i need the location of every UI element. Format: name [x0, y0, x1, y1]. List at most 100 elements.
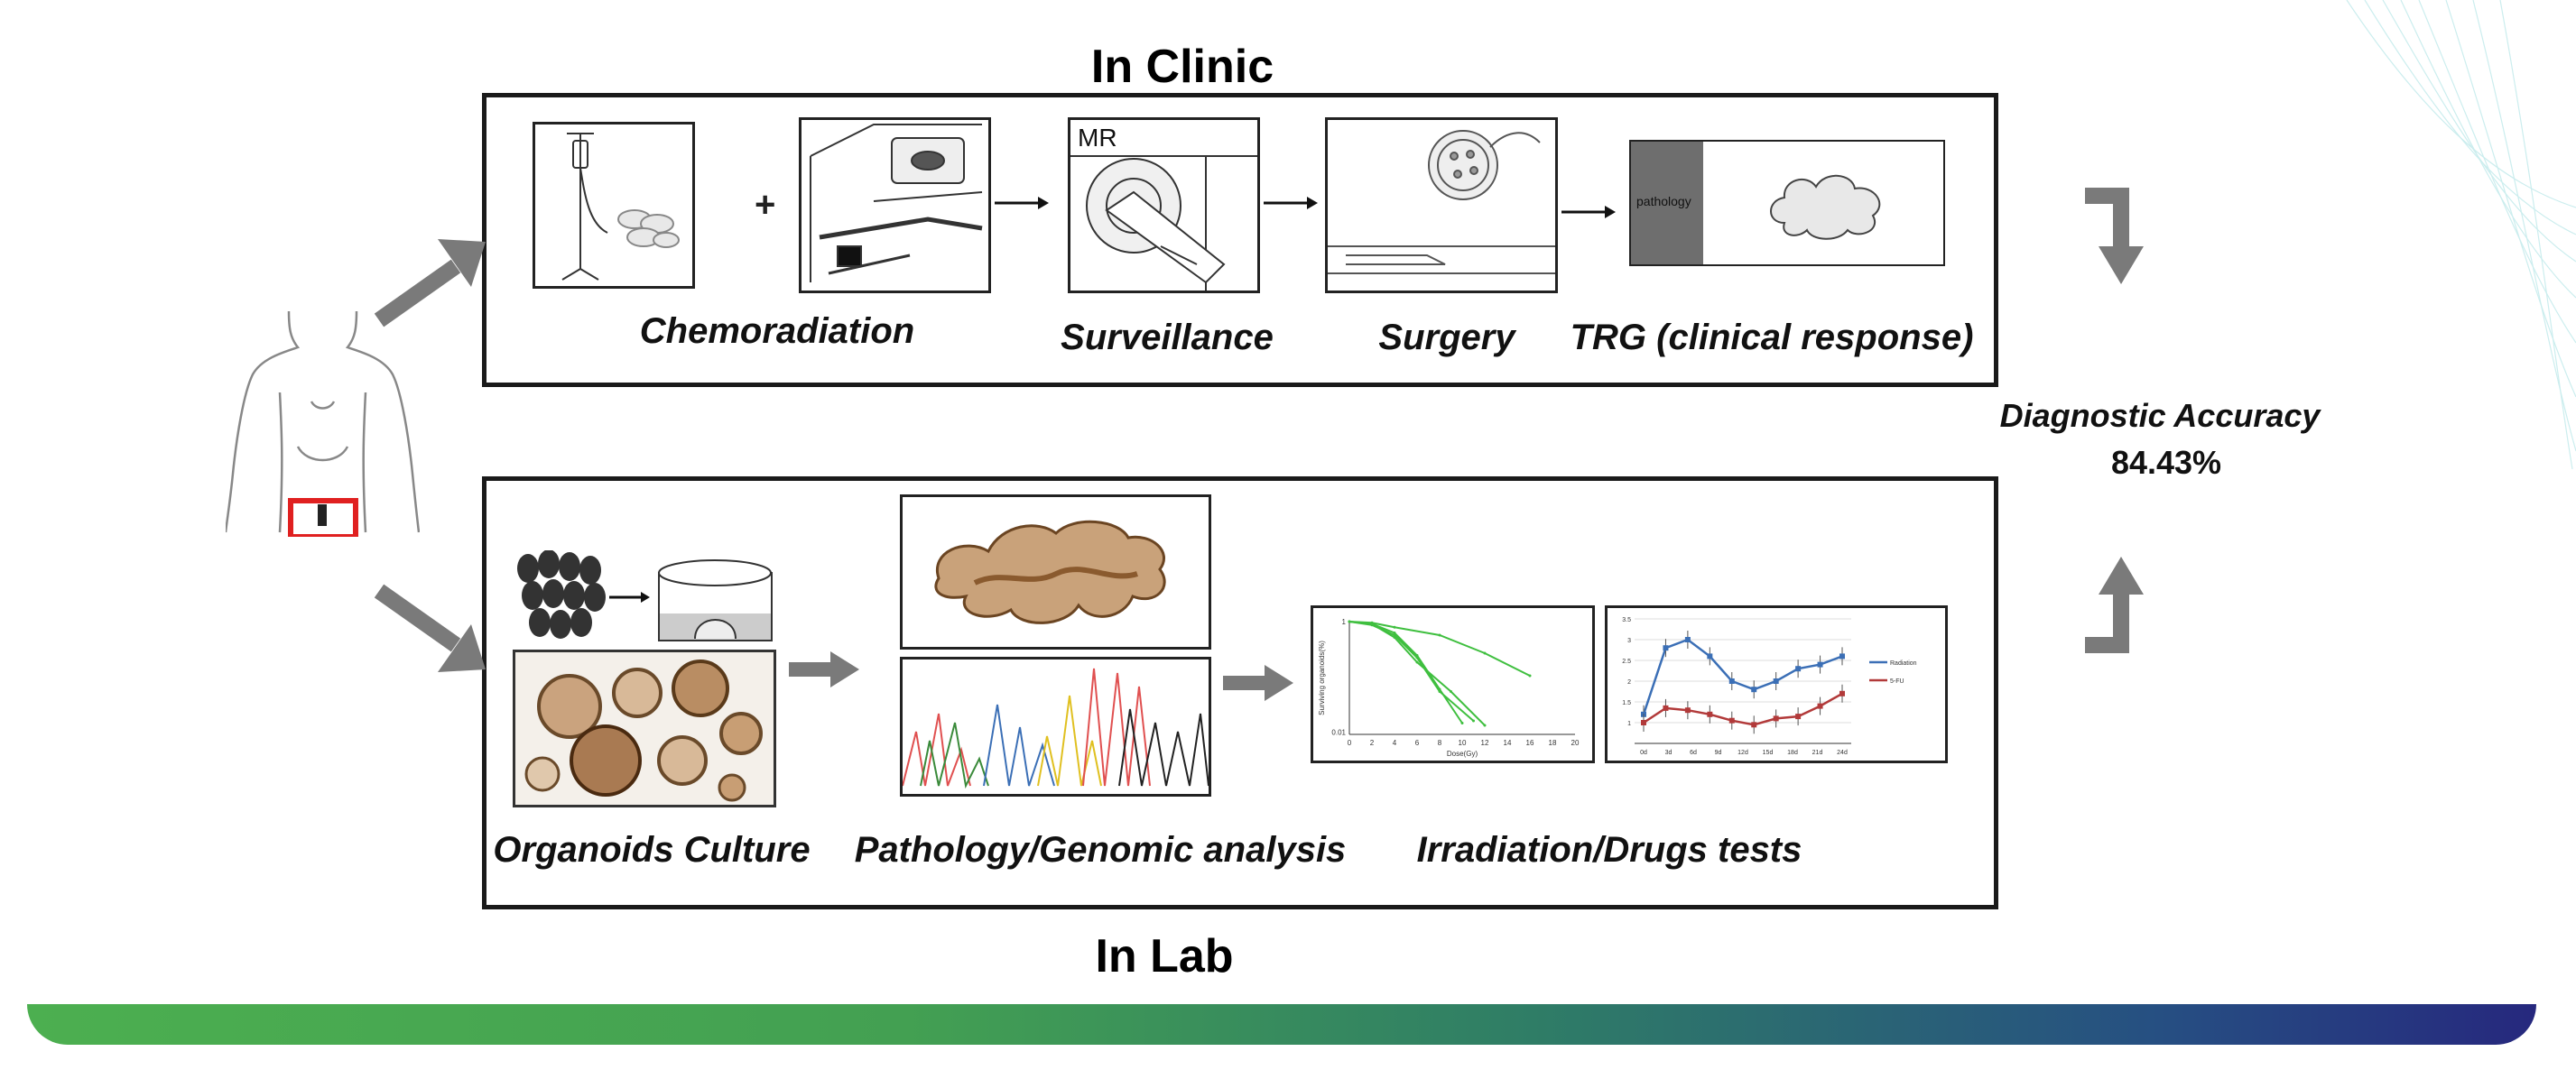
mri-panel: MR — [1068, 117, 1260, 293]
x-tick-label: 20 — [1571, 739, 1580, 747]
drug-point — [1839, 653, 1845, 660]
highlight-box — [288, 498, 358, 537]
caption-chemoradiation: Chemoradiation — [639, 311, 915, 351]
petri-dish-icon — [658, 559, 773, 641]
mri-scanner-icon — [1070, 155, 1257, 291]
caption-surgery: Surgery — [1378, 318, 1515, 357]
arrow-chemo-to-surveillance — [995, 197, 1049, 209]
arrow-clinic-to-result — [2085, 188, 2144, 284]
pills-icon — [617, 209, 680, 248]
radiotherapy-machine-icon — [810, 124, 983, 282]
survival-series-line — [1348, 621, 1486, 726]
pathology-block: pathology — [1631, 142, 1703, 264]
trg-panel: pathology — [1629, 140, 1945, 266]
drug-point — [1795, 714, 1802, 720]
drug-point — [1684, 637, 1691, 642]
x-tick-label: 18d — [1787, 750, 1798, 756]
survival-point — [1393, 636, 1396, 639]
organoid-cluster-icon — [517, 550, 606, 639]
y-axis-label: Surviving organoids(%) — [1318, 641, 1326, 715]
drug-point — [1751, 687, 1757, 693]
human-body-icon — [226, 311, 420, 537]
y-tick-label: 1 — [1627, 721, 1631, 727]
y-tick-label: 1.5 — [1622, 700, 1631, 706]
caption-pathology-genomic: Pathology/Genomic analysis — [854, 830, 1347, 870]
x-tick-label: 4 — [1393, 739, 1397, 747]
drug-point — [1795, 666, 1802, 672]
legend-label: 5-FU — [1890, 678, 1904, 685]
x-tick-label: 0d — [1640, 750, 1647, 756]
drug-point — [1817, 703, 1823, 709]
caption-organoids: Organoids Culture — [493, 830, 811, 870]
x-tick-label: 8 — [1438, 739, 1442, 747]
decorative-mesh — [2346, 0, 2576, 469]
x-tick-label: 10 — [1459, 739, 1467, 747]
drug-point — [1773, 715, 1779, 722]
chemotherapy-panel — [533, 122, 695, 289]
colon-specimen-icon — [1328, 130, 1555, 274]
drug-point — [1641, 720, 1646, 725]
x-tick-label: 0 — [1348, 739, 1352, 747]
arrow-pathology-to-tests — [1223, 665, 1293, 701]
survival-point — [1393, 632, 1396, 634]
organoid-culture-diagram — [517, 550, 773, 641]
surgery-panel — [1325, 117, 1558, 293]
caption-surveillance: Surveillance — [1061, 318, 1274, 357]
survival-point — [1528, 674, 1532, 678]
x-tick-label: 3d — [1665, 750, 1673, 756]
organoid-microscopy-image — [513, 650, 776, 807]
diagnostic-accuracy-label: Diagnostic Accuracy — [1999, 397, 2321, 434]
arrow-organoids-to-pathology — [789, 651, 859, 687]
survival-point — [1415, 660, 1419, 664]
survival-point — [1348, 620, 1351, 623]
arrow-to-clinic — [374, 239, 486, 327]
x-tick-label: 6d — [1690, 750, 1697, 756]
pathology-stain-image — [900, 494, 1211, 650]
genomic-chromatogram — [900, 657, 1211, 797]
in-lab-title: In Lab — [1095, 930, 1234, 982]
caption-irradiation: Irradiation/Drugs tests — [1416, 830, 1802, 870]
x-tick-label: 9d — [1715, 750, 1722, 756]
arrow-surgery-to-trg — [1561, 206, 1616, 218]
survival-series-line — [1348, 621, 1475, 722]
x-tick-label: 12d — [1737, 750, 1748, 756]
survival-point — [1450, 690, 1452, 693]
clinic-frame — [482, 93, 1998, 387]
plus-sign: + — [755, 185, 776, 225]
legend-label: Radiation — [1890, 660, 1917, 667]
survival-point — [1370, 621, 1374, 624]
arrow-surveillance-to-surgery — [1264, 197, 1318, 209]
tumor-cloud-icon — [1770, 174, 1881, 240]
survival-point — [1460, 722, 1464, 724]
drug-point — [1773, 678, 1779, 684]
y-tick-label: 3.5 — [1622, 617, 1631, 623]
x-tick-label: 12 — [1481, 739, 1489, 747]
drug-series-line — [1642, 638, 1843, 715]
radiotherapy-panel — [799, 117, 991, 293]
mr-label: MR — [1078, 124, 1117, 152]
caption-trg: TRG (clinical response) — [1570, 318, 1974, 357]
survival-point — [1393, 633, 1396, 637]
y-tick-label: 3 — [1627, 638, 1631, 644]
diagnostic-accuracy-value: 84.43% — [2110, 444, 2222, 481]
lab-frame — [482, 476, 1998, 909]
survival-point — [1483, 724, 1487, 727]
drug-point — [1707, 653, 1713, 660]
y-tick-label: 2 — [1627, 679, 1631, 686]
drug-point — [1751, 722, 1757, 728]
x-tick-label: 15d — [1763, 750, 1774, 756]
y-tick-label: 2.5 — [1622, 659, 1631, 665]
survival-point — [1415, 656, 1419, 660]
y-tick-label: 0.01 — [1331, 729, 1346, 737]
drug-point — [1839, 690, 1845, 696]
arrow-lab-to-result — [2085, 557, 2144, 653]
drug-point — [1663, 705, 1669, 711]
drug-point — [1707, 711, 1713, 717]
in-clinic-title: In Clinic — [1090, 41, 1274, 93]
survival-point — [1483, 651, 1487, 655]
footer-gradient-bar — [27, 1004, 2536, 1045]
